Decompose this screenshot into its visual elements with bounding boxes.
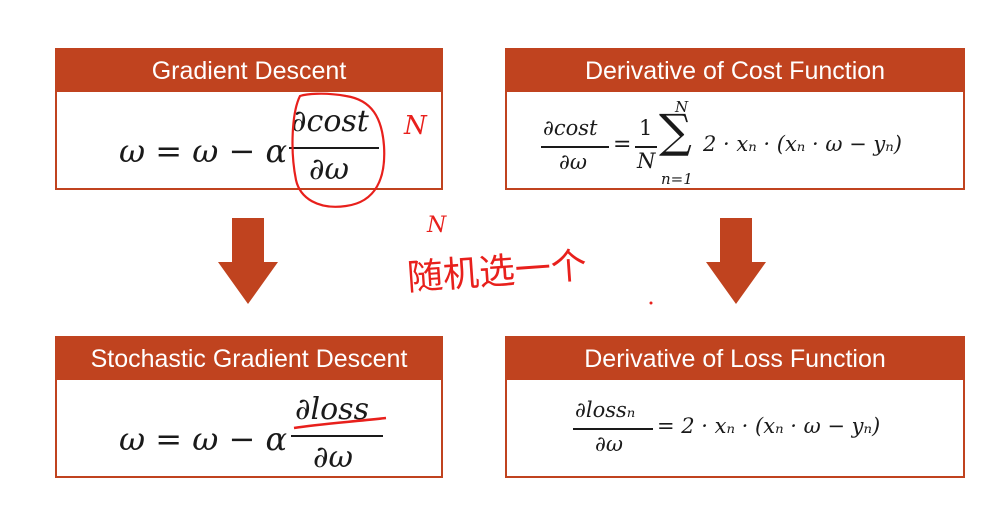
handwritten-note: 随机选一个 <box>406 246 588 299</box>
gd-numerator: ∂cost <box>291 104 369 139</box>
derivative-cost-card: Derivative of Cost Function ∂cost ∂ω = 1… <box>505 48 965 190</box>
sgd-lhs: ω = ω − α <box>119 420 288 458</box>
sgd-formula: ω = ω − α ∂loss ∂ω <box>57 380 441 476</box>
sgd-numerator: ∂loss <box>295 392 369 427</box>
sgd-fraction-bar <box>291 435 383 437</box>
derivative-loss-card: Derivative of Loss Function ∂lossₙ ∂ω = … <box>505 336 965 478</box>
derivative-cost-formula: ∂cost ∂ω = 1 N N ∑ n=1 2 · xₙ · (xₙ · ω … <box>507 92 963 188</box>
gd-lhs: ω = ω − α <box>119 132 288 170</box>
dl-denominator: ∂ω <box>595 432 623 456</box>
dc-sum-symbol: ∑ <box>659 104 692 158</box>
dc-frac-den: N <box>637 149 656 173</box>
derivative-loss-formula: ∂lossₙ ∂ω = 2 · xₙ · (xₙ · ω − yₙ) <box>507 380 963 476</box>
dc-sum-top: N <box>675 98 689 116</box>
dc-frac-num: 1 <box>639 116 653 140</box>
stray-dot-icon <box>649 301 653 305</box>
down-arrow-right-icon <box>706 218 766 304</box>
gd-denominator: ∂ω <box>309 152 349 187</box>
sgd-denominator: ∂ω <box>313 440 353 475</box>
dl-fraction-bar <box>573 428 653 430</box>
gradient-descent-card: Gradient Descent ω = ω − α ∂cost ∂ω <box>55 48 443 190</box>
dc-frac-bar <box>635 146 657 148</box>
derivative-loss-title: Derivative of Loss Function <box>507 338 963 380</box>
dc-fraction-bar <box>541 146 609 148</box>
dc-denominator: ∂ω <box>559 150 587 174</box>
gradient-descent-formula: ω = ω − α ∂cost ∂ω <box>57 92 441 188</box>
down-arrow-left-icon <box>218 218 278 304</box>
dc-term: 2 · xₙ · (xₙ · ω − yₙ) <box>703 132 902 156</box>
sgd-card: Stochastic Gradient Descent ω = ω − α ∂l… <box>55 336 443 478</box>
dl-numerator: ∂lossₙ <box>575 398 636 422</box>
dc-sum-bottom: n=1 <box>661 170 693 188</box>
dc-equals: = <box>613 132 632 157</box>
sgd-title: Stochastic Gradient Descent <box>57 338 441 380</box>
n-annotation-note: N <box>426 213 447 238</box>
derivative-cost-title: Derivative of Cost Function <box>507 50 963 92</box>
gradient-descent-title: Gradient Descent <box>57 50 441 92</box>
gd-fraction-bar <box>289 147 379 149</box>
dc-numerator: ∂cost <box>543 116 598 140</box>
dl-rhs: = 2 · xₙ · (xₙ · ω − yₙ) <box>657 414 881 438</box>
